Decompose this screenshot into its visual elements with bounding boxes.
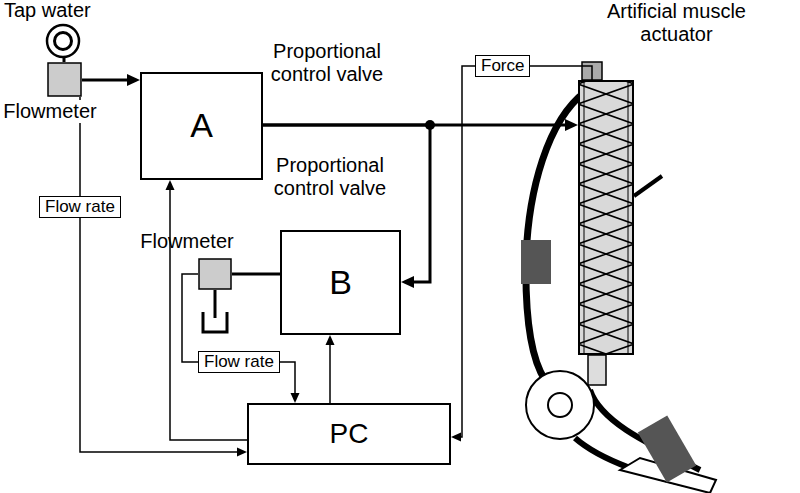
arrowhead	[237, 448, 247, 457]
drain-pipe	[214, 290, 217, 318]
connector-line	[459, 66, 592, 437]
upper-arm-frame	[526, 92, 585, 380]
arrowhead	[127, 74, 140, 86]
valve-id: B	[280, 263, 401, 302]
connector-line	[232, 273, 280, 276]
proportional-valve: Proportional control valveA	[140, 72, 263, 180]
flowmeter: Flowmeter	[47, 62, 82, 97]
drain-tank	[203, 312, 227, 332]
signal-label: Flow rate	[39, 196, 121, 218]
flowmeter: Flowmeter	[198, 258, 232, 290]
connector-line	[170, 188, 247, 440]
actuator-rod	[588, 355, 606, 385]
water-pipe	[82, 74, 140, 86]
arrowhead	[565, 119, 578, 131]
arrowhead	[451, 433, 461, 442]
frame-tick	[634, 176, 662, 196]
flowmeter-label: Flowmeter	[132, 230, 242, 253]
valve-label: Proportional control valve	[252, 40, 402, 86]
valve-id: A	[140, 106, 263, 145]
elbow-axis	[548, 393, 572, 417]
tap-water-source-outline	[46, 24, 80, 58]
pc-label: PC	[247, 418, 451, 450]
arrowhead	[401, 276, 414, 288]
signal-line	[451, 66, 592, 442]
water-pipe	[64, 58, 65, 62]
pc-box: PC	[247, 403, 451, 465]
forearm-strap	[638, 415, 696, 482]
artificial-muscle-actuator-outline	[578, 80, 634, 355]
tap-water-source: Tap water	[46, 24, 80, 58]
water-pipe	[232, 274, 280, 275]
signal-line	[166, 180, 248, 440]
connector-line	[82, 79, 129, 82]
arrowhead	[291, 393, 300, 403]
flowmeter-outline	[198, 258, 232, 290]
signal-label: Force	[475, 55, 530, 77]
source-label: Tap water	[4, 0, 124, 22]
elbow-joint	[526, 371, 594, 439]
flowmeter-label: Flowmeter	[0, 100, 100, 123]
signal-label: Flow rate	[198, 351, 280, 373]
arrowhead	[326, 335, 335, 345]
actuator-label: Artificial muscle actuator	[574, 0, 779, 46]
connector-line	[182, 274, 295, 395]
connector-line	[63, 58, 66, 62]
artificial-muscle-actuator: Artificial muscle actuator	[578, 80, 634, 355]
connector-line	[329, 343, 331, 403]
flowmeter-outline	[47, 62, 82, 97]
signal-line	[326, 335, 335, 403]
proportional-valve: Proportional control valveB	[280, 230, 401, 335]
upper-arm-strap	[521, 240, 551, 284]
arrowhead	[166, 180, 175, 190]
valve-label: Proportional control valve	[255, 154, 405, 200]
